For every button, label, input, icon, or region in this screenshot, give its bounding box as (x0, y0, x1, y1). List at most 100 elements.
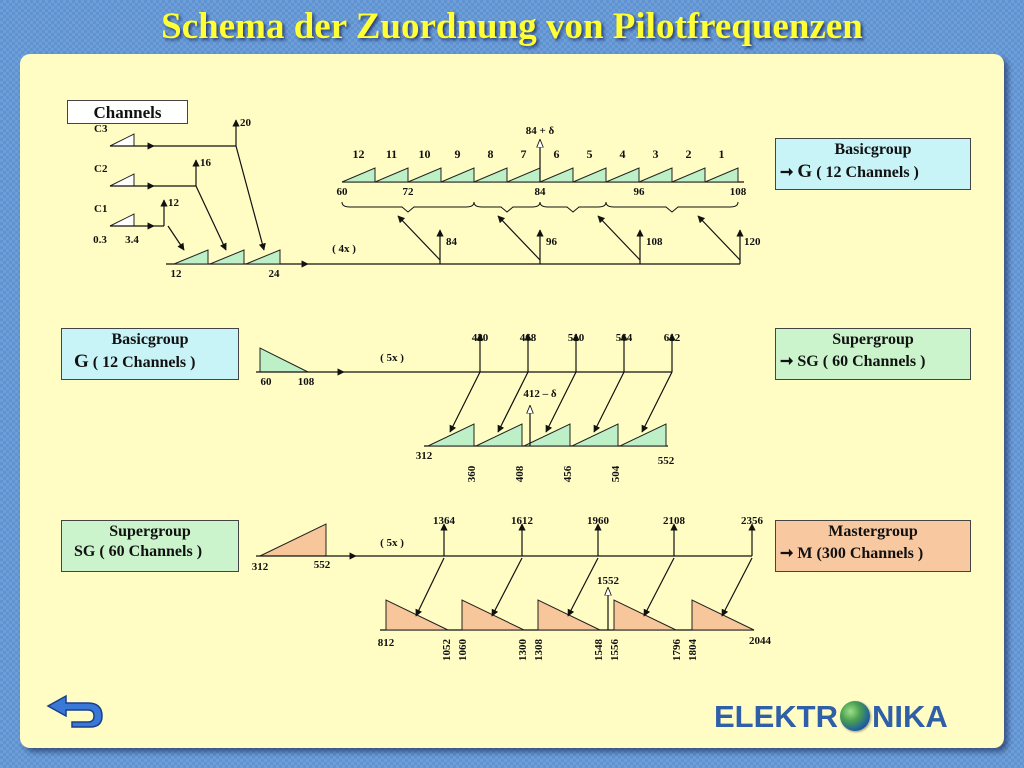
channel-label: C2 (94, 163, 108, 175)
group-channel-triangle (572, 167, 607, 183)
mix-diagonal (167, 225, 185, 251)
channel-triangle (109, 213, 135, 227)
group-channel-triangle (638, 167, 673, 183)
group-axis-label: 108 (730, 186, 747, 198)
supergroup-carrier-label: 564 (616, 332, 633, 344)
supergroup-diagonal (641, 371, 673, 433)
band-label-low: 0.3 (93, 234, 107, 246)
arrow-right-icon: ➞ (780, 164, 794, 181)
supergroup-result-prefix: SG (797, 353, 819, 370)
group-carrier-label: 120 (744, 236, 761, 248)
supergroup-output-triangle (571, 423, 619, 447)
back-button[interactable] (44, 690, 106, 730)
page-title: Schema der Zuordnung von Pilotfrequenzen (161, 6, 863, 47)
output-axis-label-vertical: 1300 (517, 639, 529, 662)
channels-label: Channels (93, 103, 162, 122)
arrow-right-icon: ➞ (780, 353, 794, 370)
mastergroup-carrier-label: 2356 (741, 515, 764, 527)
mastergroup-diagonal (415, 557, 445, 617)
pregroup-triangle (173, 249, 209, 265)
pilot-label: 1552 (597, 575, 620, 587)
group-diagonal (397, 215, 441, 261)
group-channel-triangle (539, 167, 574, 183)
carrier-label: 16 (200, 157, 212, 169)
mastergroup-diagonal (491, 557, 523, 617)
mastergroup-carrier-label: 1960 (587, 515, 610, 527)
group-channel-triangle (341, 167, 376, 183)
channel-number-label: 5 (587, 147, 593, 161)
supergroup-input-prefix: SG (74, 543, 96, 560)
carrier-label: 20 (240, 117, 252, 129)
multiplier-label: ( 4x ) (332, 243, 356, 255)
output-axis-label-vertical: 1548 (593, 639, 605, 662)
group-axis-label: 60 (337, 186, 349, 198)
channel-triangle (109, 133, 135, 147)
pregroup-axis-label: 24 (269, 268, 281, 280)
group-brace (341, 201, 475, 213)
supergroup-input-text: ( 60 Channels ) (99, 543, 203, 560)
channel-number-label: 6 (554, 147, 560, 161)
channel-label: C1 (94, 203, 107, 215)
carrier-label: 12 (168, 197, 180, 209)
arrow-right-icon: ➞ (780, 545, 794, 562)
mastergroup-result-title: Mastergroup (828, 523, 918, 540)
output-axis-label-vertical: 1804 (687, 639, 699, 662)
channel-number-label: 9 (455, 147, 461, 161)
basicgroup-result-title: Basicgroup (834, 141, 912, 158)
supergroup-input-box: Supergroup SG ( 60 Channels ) (61, 520, 239, 572)
group-channel-triangle (671, 167, 706, 183)
pregroup-axis-label: 12 (171, 268, 183, 280)
supergroup-carrier-label: 510 (568, 332, 585, 344)
basicgroup-result-prefix: G (797, 161, 813, 182)
group-channel-triangle (440, 167, 475, 183)
supergroup-output-triangle (523, 423, 571, 447)
group-channel-triangle (374, 167, 409, 183)
input-axis-label: 108 (298, 376, 315, 388)
basicgroup-input-text: ( 12 Channels ) (92, 354, 196, 371)
group-carrier-label: 96 (546, 236, 558, 248)
group-brace (473, 201, 541, 213)
mastergroup-result-prefix: M (797, 545, 813, 562)
supergroup-input-triangle (259, 523, 327, 557)
channel-number-label: 7 (521, 147, 527, 161)
channel-label: C3 (94, 123, 108, 135)
channel-number-label: 8 (488, 147, 494, 161)
multiplier-label: ( 5x ) (380, 352, 404, 364)
channel-number-label: 4 (620, 147, 626, 161)
mastergroup-result-box: Mastergroup ➞ M (300 Channels ) (775, 520, 971, 572)
pilot-label: 412 – δ (523, 388, 557, 400)
mastergroup-carrier-label: 1364 (433, 515, 456, 527)
channel-number-label: 12 (353, 147, 365, 161)
mastergroup-diagonal (643, 557, 675, 617)
group-channel-triangle (605, 167, 640, 183)
supergroup-carrier-label: 420 (472, 332, 489, 344)
supergroup-output-triangle (475, 423, 523, 447)
group-carrier-label: 108 (646, 236, 663, 248)
output-axis-label-vertical: 1556 (609, 639, 621, 662)
supergroup-result-text: ( 60 Channels ) (822, 353, 926, 370)
channel-number-label: 11 (386, 147, 397, 161)
channel-number-label: 1 (719, 147, 725, 161)
supergroup-diagonal (593, 371, 625, 433)
group-diagonal (597, 215, 641, 261)
group-channel-triangle (704, 167, 739, 183)
basicgroup-input-title: Basicgroup (111, 331, 189, 348)
group-axis-label: 96 (634, 186, 646, 198)
input-axis-label: 60 (261, 376, 273, 388)
supergroup-carrier-label: 612 (664, 332, 681, 344)
back-arrow-icon (46, 694, 103, 728)
group-channel-triangle (407, 167, 442, 183)
mastergroup-carrier-label: 2108 (663, 515, 686, 527)
logo-text-left: ELEKTR (714, 699, 838, 734)
output-axis-label-vertical: 1308 (533, 639, 545, 662)
basicgroup-result-box: Basicgroup ➞ G ( 12 Channels ) (775, 138, 971, 190)
output-axis-label: 312 (416, 450, 433, 462)
channels-box: Channels (67, 100, 188, 124)
output-axis-label-vertical: 360 (466, 465, 478, 482)
output-axis-label-vertical: 408 (514, 465, 526, 482)
group-brace (605, 201, 739, 213)
channel-number-label: 3 (653, 147, 659, 161)
supergroup-diagonal (497, 371, 529, 433)
logo-text-right: NIKA (872, 699, 948, 734)
